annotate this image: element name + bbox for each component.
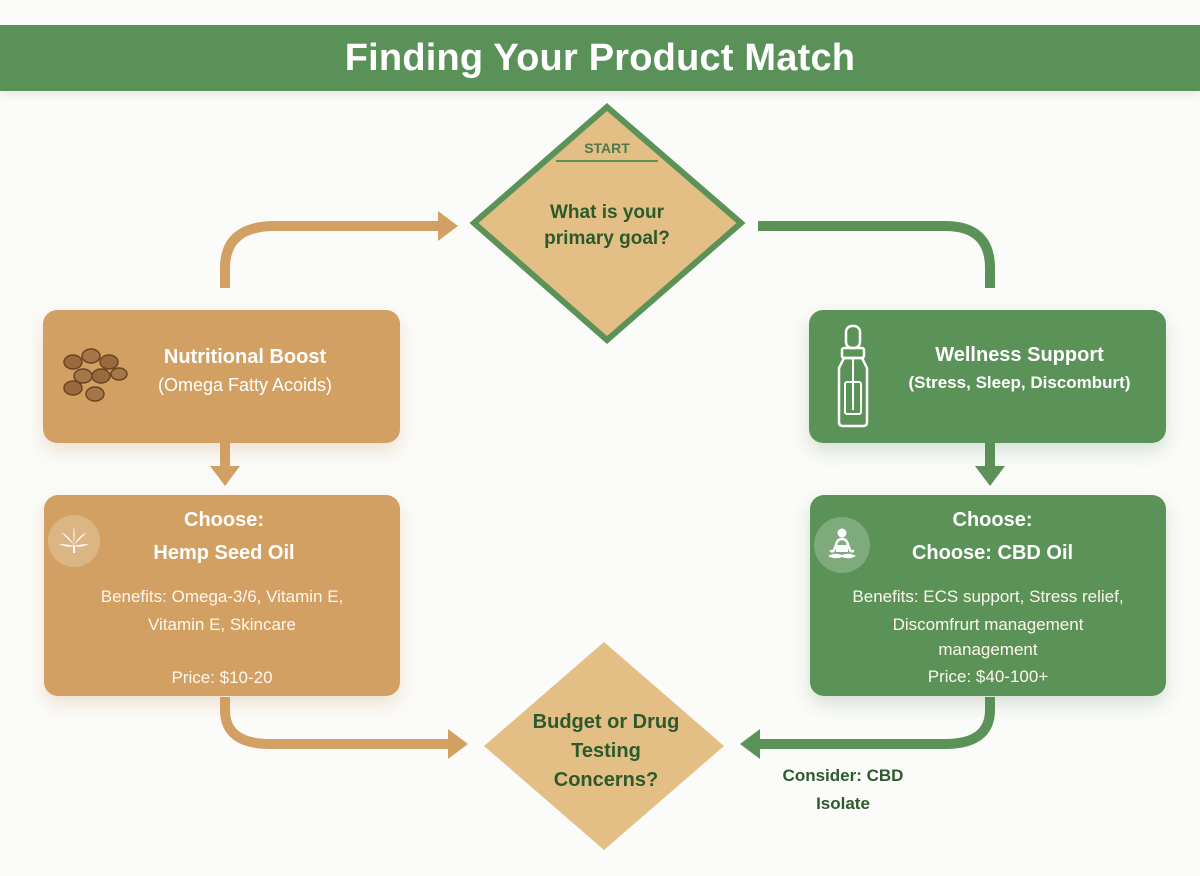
wellness-support-box: Wellness Support (Stress, Sleep, Discomb… [809, 310, 1166, 443]
start-tag: START [584, 140, 630, 156]
nutritional-boost-subtitle: (Omega Fatty Acoids) [157, 375, 333, 395]
bottom-diamond [484, 642, 724, 850]
arrow-right-to-bottom [760, 697, 995, 749]
dropper-bottle-icon [831, 322, 875, 432]
nutritional-boost-box: Nutritional Boost (Omega Fatty Acoids) [43, 310, 400, 443]
consider-cbd-isolate-label: Consider: CBD Isolate [758, 762, 928, 818]
arrowhead-left-to-bottom [448, 729, 468, 759]
arrow-start-to-right [758, 221, 995, 288]
start-question: What is your primary goal? [544, 202, 670, 249]
page-title: Finding Your Product Match [344, 36, 856, 79]
hemp-choose-heading: Choose: [184, 509, 264, 531]
arrowhead-right-to-bottom [740, 729, 760, 759]
cbd-benefits-line1: Benefits: ECS support, Stress relief, [852, 587, 1124, 606]
arrowhead-left-down [210, 466, 240, 486]
start-diamond [469, 103, 746, 344]
hemp-seed-oil-box: Choose: Hemp Seed Oil Benefits: Omega-3/… [44, 495, 400, 696]
arrowhead-left-to-start [438, 211, 458, 241]
hemp-product-name: Hemp Seed Oil [153, 542, 295, 564]
meditation-icon [814, 517, 870, 573]
hemp-benefits-line1: Benefits: Omega-3/6, Vitamin E, [100, 587, 344, 606]
arrow-left-to-start [220, 221, 438, 288]
cbd-benefits-line3: management [938, 640, 1038, 659]
consider-line2: Isolate [816, 794, 870, 813]
arrowhead-right-down [975, 466, 1005, 486]
nutritional-boost-title: Nutritional Boost [163, 346, 327, 368]
cannabis-leaf-icon [48, 515, 100, 567]
hemp-benefits: Benefits: Omega-3/6, Vitamin E, Vitamin … [44, 583, 400, 639]
cbd-product-name: Choose: CBD Oil [911, 542, 1074, 564]
arrow-left-to-bottom [220, 697, 448, 749]
cbd-benefits-line2: Discomfrurt management [892, 615, 1084, 634]
cbd-benefits: Benefits: ECS support, Stress relief, Di… [810, 583, 1166, 661]
wellness-support-subtitle: (Stress, Sleep, Discomburt) [908, 373, 1131, 392]
hemp-benefits-line2: Vitamin E, Skincare [147, 615, 297, 634]
cbd-price: Price: $40-100+ [927, 667, 1049, 686]
cbd-oil-box: Choose: Choose: CBD Oil Benefits: ECS su… [810, 495, 1166, 696]
wellness-support-title: Wellness Support [935, 344, 1104, 366]
consider-line1: Consider: CBD [782, 766, 904, 785]
budget-question: Budget or Drug Testing Concerns? [532, 711, 680, 791]
hemp-price: Price: $10-20 [171, 668, 273, 687]
cbd-choose-heading: Choose: [952, 509, 1033, 531]
header-banner: Finding Your Product Match [0, 25, 1200, 91]
hemp-seeds-icon [55, 342, 135, 406]
